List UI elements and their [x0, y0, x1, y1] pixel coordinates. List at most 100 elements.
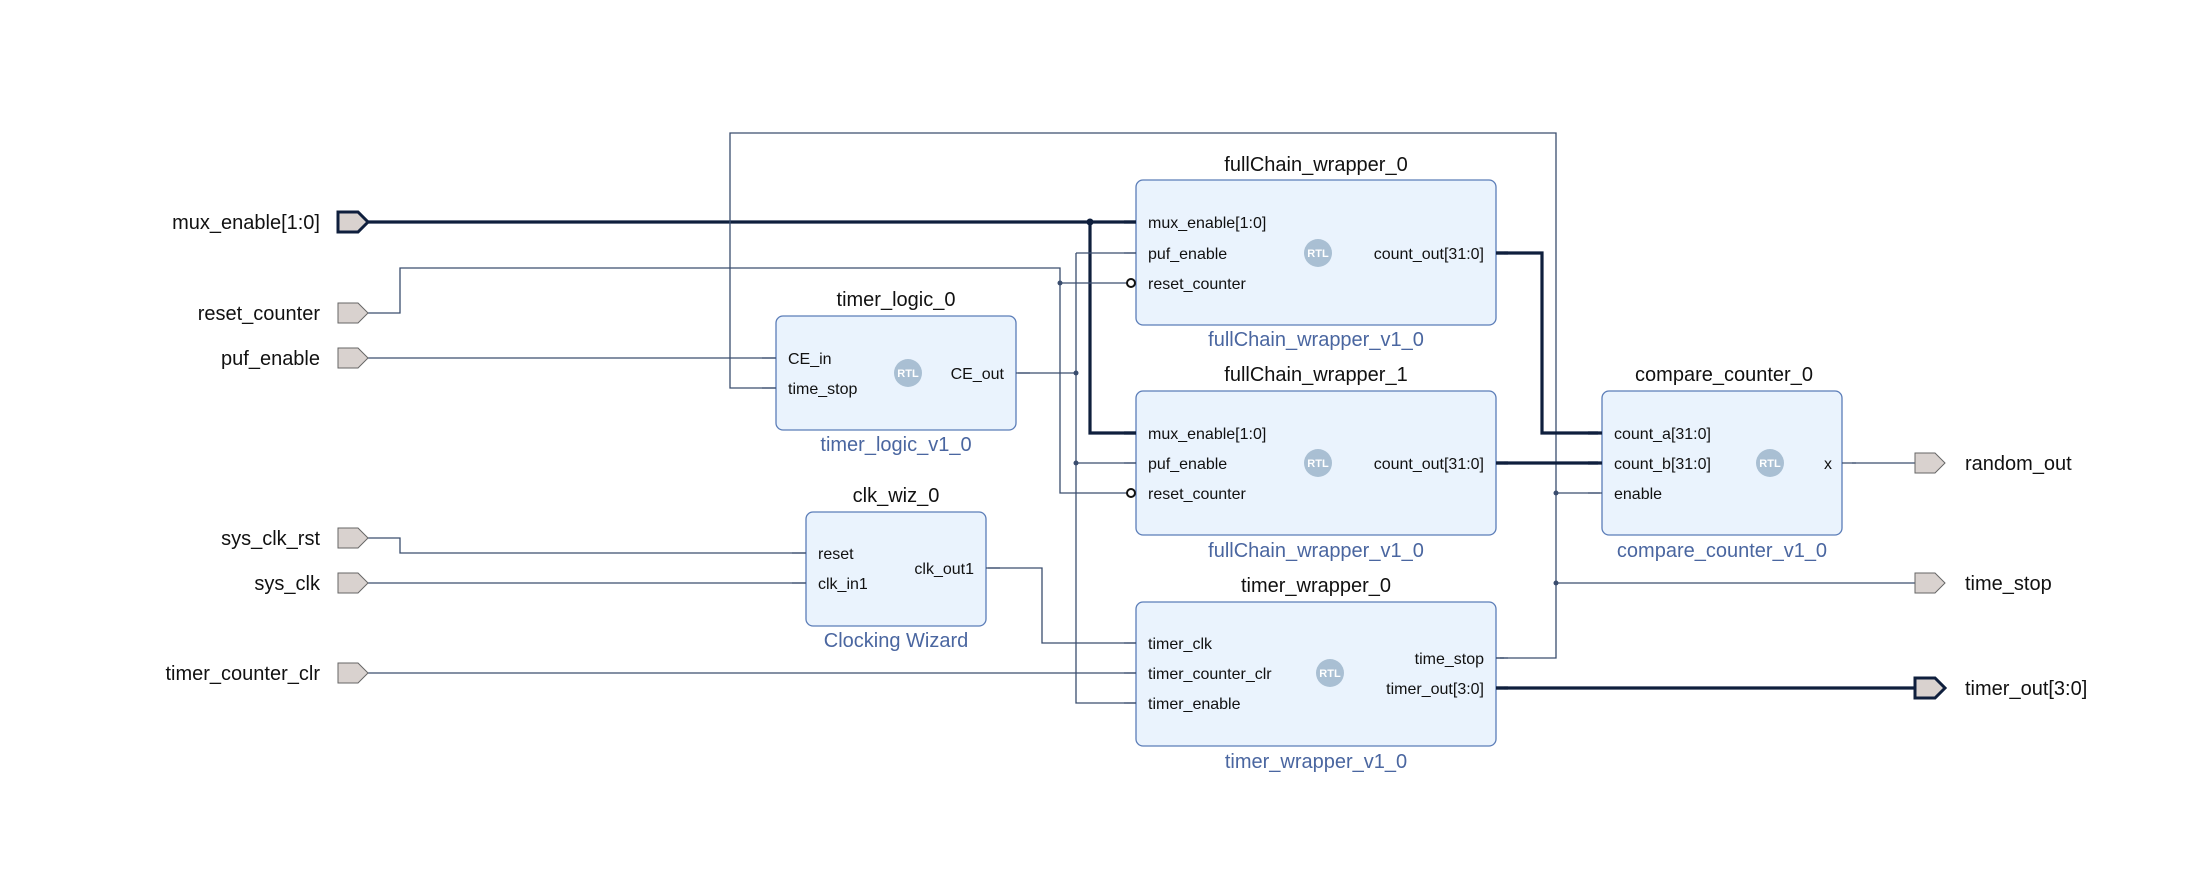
block-compare-counter-0[interactable]: compare_counter_0 compare_counter_v1_0 c…: [1601, 364, 1843, 562]
block-subtitle: fullChain_wrapper_v1_0: [1208, 540, 1424, 562]
port-arrow-icon: [337, 347, 369, 369]
block-title: timer_wrapper_0: [1241, 575, 1391, 597]
net-reset-counter[interactable]: [368, 267, 1127, 314]
output-ports: random_out time_stop timer_out[3:0]: [1913, 452, 2087, 700]
block-title: fullChain_wrapper_1: [1224, 364, 1407, 386]
port-label: sys_clk: [254, 573, 321, 595]
block-fullchain-wrapper-1[interactable]: fullChain_wrapper_1 fullChain_wrapper_v1…: [1120, 364, 1504, 562]
port-label: sys_clk_rst: [221, 528, 320, 550]
pin-label: CE_in: [788, 351, 832, 368]
inverted-pin-icon: [1126, 278, 1136, 288]
pin-label: count_a[31:0]: [1614, 426, 1711, 443]
port-timer-out[interactable]: timer_out[3:0]: [1913, 676, 2087, 700]
svg-text:RTL: RTL: [897, 368, 919, 380]
pin-label: puf_enable: [1148, 246, 1227, 263]
pin-label: time_stop: [788, 381, 857, 398]
net-count-out-0[interactable]: [1504, 251, 1598, 435]
block-timer-wrapper-0[interactable]: timer_wrapper_0 timer_wrapper_v1_0 timer…: [1127, 575, 1504, 773]
junction-dot: [1086, 218, 1094, 226]
block-subtitle: compare_counter_v1_0: [1617, 540, 1827, 562]
port-arrow-icon: [1914, 572, 1946, 594]
port-sys-clk[interactable]: sys_clk: [254, 572, 369, 595]
block-clk-wiz-0[interactable]: clk_wiz_0 Clocking Wizard reset clk_in1 …: [805, 485, 987, 652]
rtl-badge-icon: RTL: [1756, 449, 1784, 477]
block-title: clk_wiz_0: [853, 485, 940, 507]
pin-label: mux_enable[1:0]: [1148, 215, 1266, 232]
junction-dot: [1073, 460, 1079, 466]
pin-label: timer_out[3:0]: [1386, 681, 1484, 698]
wires: [368, 132, 1915, 704]
bus-port-arrow-icon: [336, 210, 371, 234]
block-subtitle: fullChain_wrapper_v1_0: [1208, 329, 1424, 351]
net-time-stop-loop[interactable]: [729, 132, 1557, 659]
port-time-stop[interactable]: time_stop: [1914, 572, 2052, 595]
port-sys-clk-rst[interactable]: sys_clk_rst: [221, 527, 369, 550]
pin-label: reset_counter: [1148, 276, 1247, 293]
port-timer-counter-clr[interactable]: timer_counter_clr: [165, 662, 369, 685]
pin-label: clk_in1: [818, 576, 868, 593]
svg-text:RTL: RTL: [1319, 668, 1341, 680]
net-clk-out1[interactable]: [988, 567, 1127, 644]
pin-label: time_stop: [1415, 651, 1484, 668]
junction-dot: [1553, 490, 1559, 496]
port-random-out[interactable]: random_out: [1914, 452, 2072, 475]
pin-label: timer_counter_clr: [1148, 666, 1272, 683]
port-label: mux_enable[1:0]: [172, 212, 320, 234]
block-fullchain-wrapper-0[interactable]: fullChain_wrapper_0 fullChain_wrapper_v1…: [1120, 154, 1504, 351]
port-reset-counter[interactable]: reset_counter: [198, 302, 369, 325]
block-title: fullChain_wrapper_0: [1224, 154, 1407, 176]
block-subtitle: timer_logic_v1_0: [820, 434, 971, 456]
block-timer-logic-0[interactable]: timer_logic_0 timer_logic_v1_0 CE_in tim…: [775, 289, 1017, 456]
port-label: timer_counter_clr: [165, 663, 320, 685]
pin-label: enable: [1614, 486, 1662, 503]
junction-dot: [1553, 580, 1559, 586]
port-arrow-icon: [337, 572, 369, 594]
svg-text:RTL: RTL: [1307, 458, 1329, 470]
port-arrow-icon: [337, 302, 369, 324]
rtl-badge-icon: RTL: [894, 359, 922, 387]
net-ce-out-trunk[interactable]: [1075, 253, 1127, 704]
port-label: puf_enable: [221, 348, 320, 370]
pin-label: timer_clk: [1148, 636, 1213, 653]
block-title: timer_logic_0: [837, 289, 956, 311]
block-body[interactable]: [805, 511, 987, 627]
rtl-badge-icon: RTL: [1304, 449, 1332, 477]
pin-label: count_out[31:0]: [1374, 456, 1484, 473]
block-title: compare_counter_0: [1635, 364, 1813, 386]
port-arrow-icon: [337, 527, 369, 549]
pin-label: x: [1824, 456, 1832, 473]
port-label: timer_out[3:0]: [1965, 678, 2087, 700]
port-arrow-icon: [337, 662, 369, 684]
port-mux-enable[interactable]: mux_enable[1:0]: [172, 210, 371, 234]
net-mux-enable-branch[interactable]: [1088, 222, 1120, 435]
pin-label: count_out[31:0]: [1374, 246, 1484, 263]
pin-ticks: [762, 220, 1856, 704]
block-body[interactable]: [1135, 601, 1497, 747]
rtl-badge-icon: RTL: [1304, 239, 1332, 267]
port-label: random_out: [1965, 453, 2072, 475]
bus-port-arrow-icon: [1913, 676, 1948, 700]
rtl-badge-icon: RTL: [1316, 659, 1344, 687]
port-label: reset_counter: [198, 303, 321, 325]
pin-label: clk_out1: [914, 561, 974, 578]
pin-label: mux_enable[1:0]: [1148, 426, 1266, 443]
junction-dot: [1057, 280, 1063, 286]
svg-text:RTL: RTL: [1307, 248, 1329, 260]
pin-label: CE_out: [951, 366, 1005, 383]
block-subtitle: Clocking Wizard: [824, 630, 968, 652]
input-ports: mux_enable[1:0] reset_counter puf_enable…: [165, 210, 371, 685]
net-reset-counter-branch[interactable]: [1059, 283, 1127, 494]
port-arrow-icon: [1914, 452, 1946, 474]
pin-label: puf_enable: [1148, 456, 1227, 473]
inverted-pin-icon: [1126, 488, 1136, 498]
net-sys-clk-rst[interactable]: [368, 537, 806, 554]
port-puf-enable[interactable]: puf_enable: [221, 347, 369, 370]
svg-text:RTL: RTL: [1759, 458, 1781, 470]
pin-label: reset: [818, 546, 854, 563]
pin-label: count_b[31:0]: [1614, 456, 1711, 473]
port-label: time_stop: [1965, 573, 2052, 595]
block-subtitle: timer_wrapper_v1_0: [1225, 751, 1407, 773]
junction-dot: [1073, 370, 1079, 376]
pin-label: reset_counter: [1148, 486, 1247, 503]
